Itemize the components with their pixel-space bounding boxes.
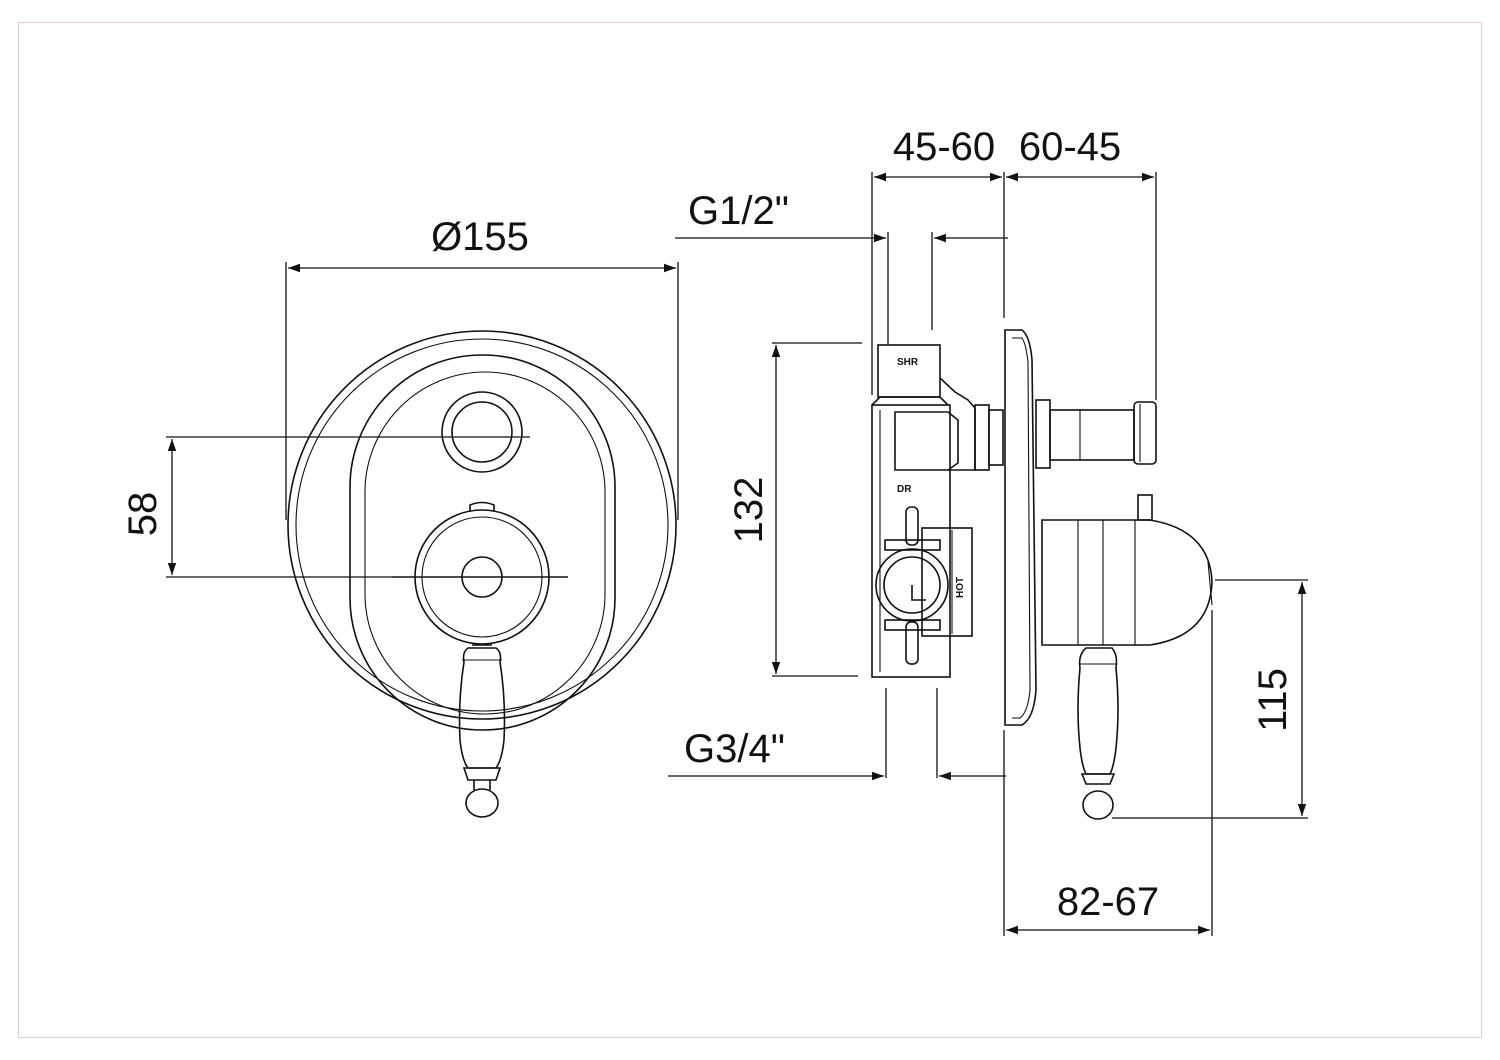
diameter-label: Ø155: [431, 215, 529, 259]
side-dimensions: 45-60 60-45 G1/2" 132 G3/4" 115 82-67: [668, 125, 1308, 936]
depth-left-label: 45-60: [893, 125, 995, 169]
front-view: [287, 330, 677, 818]
diverter-spindle-base: [1035, 399, 1051, 469]
height-label: 132: [727, 477, 771, 544]
lever-side-ball: [1082, 790, 1114, 820]
cartridge-slot-top: [905, 506, 919, 546]
wall-plate-inner: [1012, 337, 1031, 719]
rosette-inner: [295, 338, 669, 712]
hub-side-tab: [1137, 494, 1153, 521]
lever-collar: [462, 767, 502, 781]
diverter-label: DR: [897, 484, 912, 495]
oval-plate-outer: [349, 354, 616, 731]
hub-side-face: [1207, 561, 1213, 606]
diverter-knob-side: [1133, 401, 1157, 465]
shower-label: SHR: [897, 357, 919, 368]
mixer-cartridge-inner: [883, 556, 941, 614]
diverter-knob-outer: [441, 391, 523, 473]
mixer-arm-top: [884, 539, 941, 551]
upper-pipe: [894, 411, 959, 471]
valve-body: [871, 404, 951, 678]
lever-ball: [465, 788, 499, 818]
front-dimensions: Ø155 58: [121, 215, 679, 578]
mixer-hub-top-tab: [469, 501, 495, 512]
projection-label: 82-67: [1057, 880, 1159, 924]
diverter-spindle: [1049, 409, 1135, 461]
lever-handle: [458, 647, 506, 769]
thread-bottom-label: G3/4": [684, 727, 785, 771]
mixer-housing: [921, 527, 973, 637]
hot-label: HOT: [955, 577, 966, 598]
hub-side: [1041, 519, 1213, 646]
mixer-arm-bottom: [884, 619, 941, 631]
mixer-cartridge-key: [911, 585, 926, 601]
wall-plate: [1004, 329, 1037, 726]
upper-pipe-connector: [988, 409, 1004, 466]
depth-right-label: 60-45: [1019, 125, 1121, 169]
lever-side: [1077, 647, 1119, 775]
diverter-knob-inner: [451, 401, 513, 463]
side-view: SHR DR HOT: [871, 329, 1213, 820]
spacing-label: 58: [121, 492, 165, 537]
upper-pipe-nut: [974, 404, 990, 471]
rosette-outer: [287, 330, 677, 720]
shower-outlet-block: [877, 344, 941, 398]
lever-side-collar: [1080, 773, 1116, 785]
thread-top-label: G1/2": [688, 189, 789, 233]
valve-body-top-cap: [871, 396, 949, 406]
cartridge-slot-bottom: [905, 621, 919, 665]
upper-pipe-cone: [939, 377, 976, 471]
mixer-cartridge-outer: [875, 548, 949, 622]
oval-plate-inner: [364, 371, 606, 715]
lever-drop-label: 115: [1251, 668, 1295, 732]
drawing-frame: [18, 22, 1482, 1038]
